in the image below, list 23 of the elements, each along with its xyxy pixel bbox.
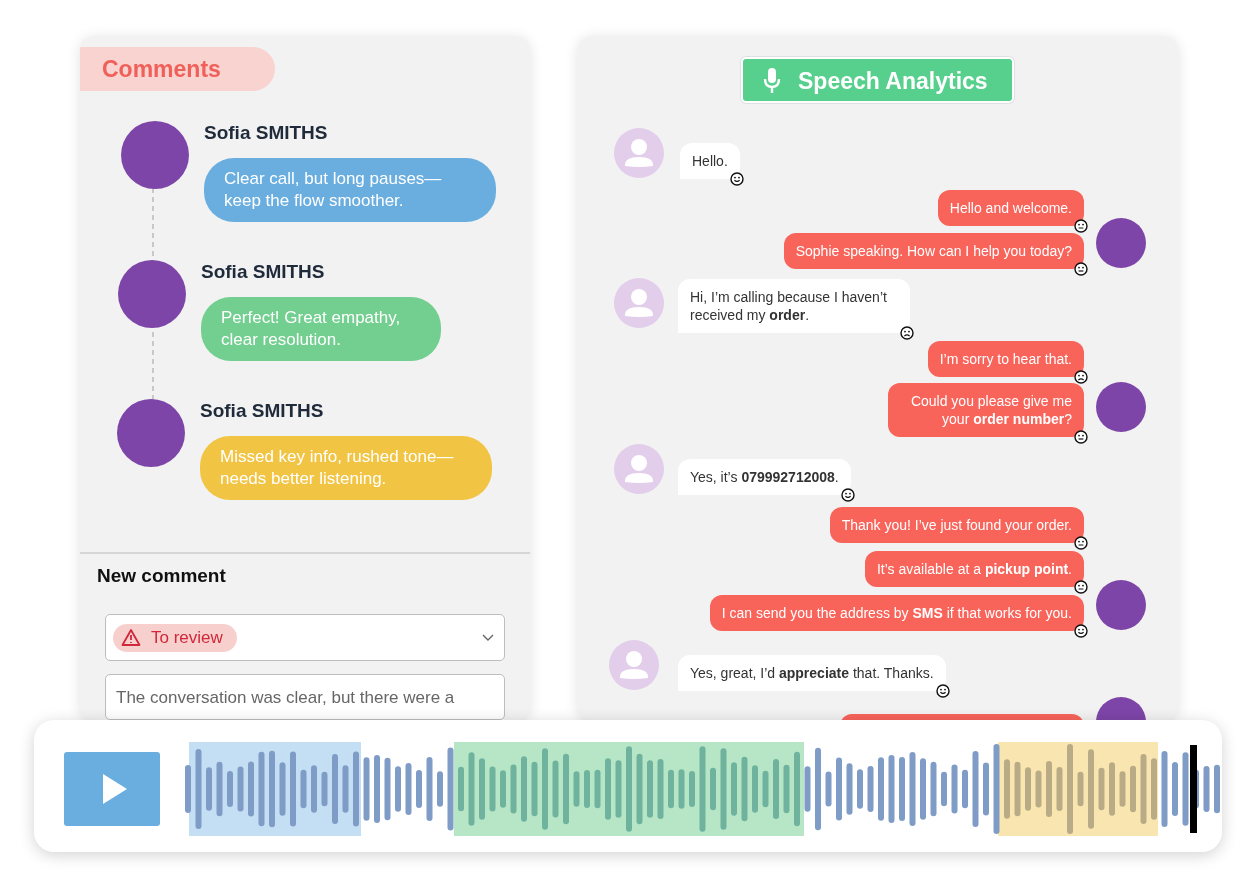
- status-label: To review: [151, 627, 223, 649]
- chat-bubble: Hello and welcome.: [937, 190, 1084, 226]
- section-title: Comments: [80, 47, 275, 91]
- comment-bubble: Missed key info, rushed tone—needs better listening.: [200, 436, 492, 500]
- chat-bubble: Sophie speaking. How can I help you today?: [783, 233, 1084, 269]
- chat-bubble: Yes, great, I’d appreciate that. Thanks.: [678, 655, 946, 691]
- author-name: Sofia SMITHS: [200, 400, 325, 423]
- chat-bubble: Thank you! I’ve just found your order.: [829, 507, 1084, 543]
- author-name: Sofia SMITHS: [204, 122, 329, 145]
- title-text: Speech Analytics: [798, 68, 988, 95]
- author-name: Sofia SMITHS: [201, 261, 326, 284]
- chat-bubble: Could you please give me your order number?: [888, 383, 1084, 437]
- chat-bubble: Yes, it’s 079992712008.: [678, 459, 851, 495]
- chat-bubble: It’s available at a pickup point.: [864, 551, 1084, 587]
- chat-bubble: Hi, I’m calling because I haven’t received my order.: [678, 279, 910, 333]
- chat-bubble: Hello.: [680, 143, 740, 179]
- section-heading: New comment: [97, 565, 226, 587]
- comment-textarea: The conversation was clear, but there were a: [105, 674, 505, 720]
- status-select: [105, 614, 505, 661]
- comment-bubble: Clear call, but long pauses—keep the flow smoother.: [204, 158, 496, 222]
- chat-bubble: I can send you the address by SMS if that works for you.: [709, 595, 1084, 631]
- comment-bubble: Perfect! Great empathy, clear resolution.: [201, 297, 441, 361]
- chat-bubble: I’m sorry to hear that.: [927, 341, 1084, 377]
